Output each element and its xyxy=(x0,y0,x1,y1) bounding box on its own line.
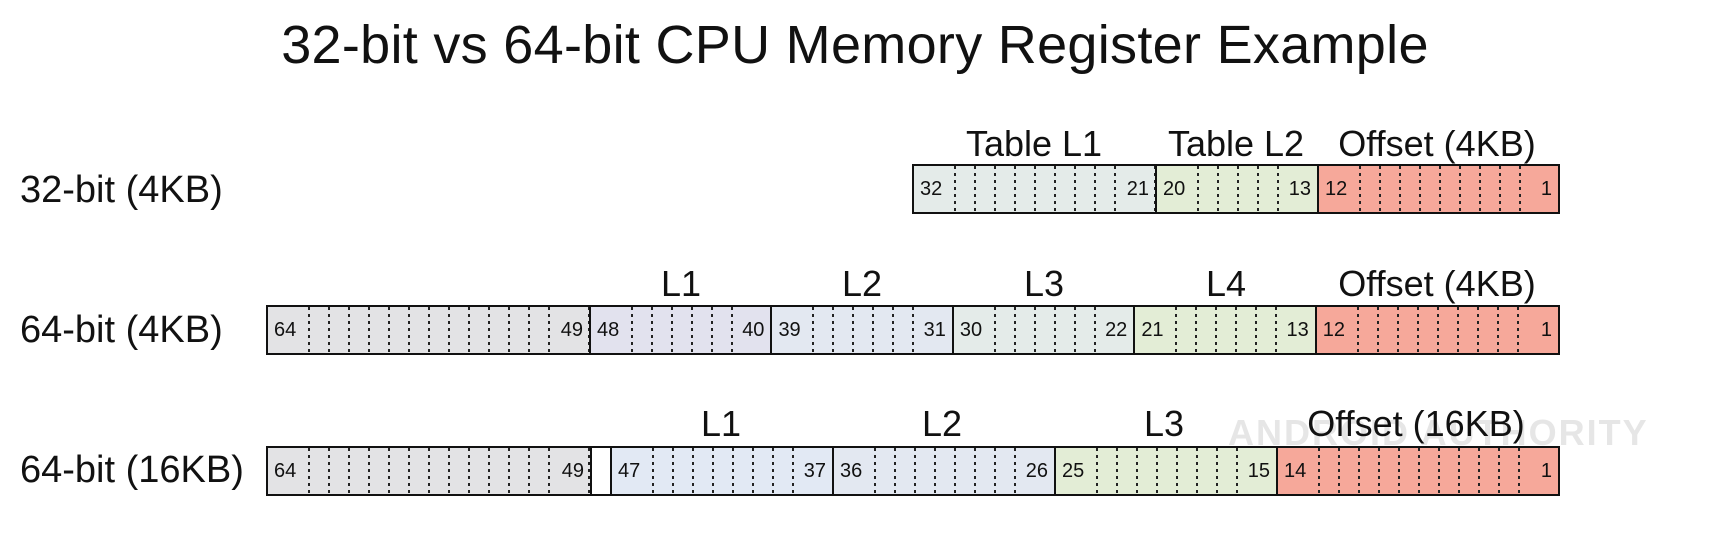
bit-number-low: 26 xyxy=(1021,448,1052,494)
bit-number-low: 1 xyxy=(1536,307,1556,353)
segment-table-l1: 32 21 xyxy=(914,166,1157,212)
register-bar-64bit-4kb: 64 49 48 40 39 31 30 22 21 13 12 1 xyxy=(266,305,1560,355)
segment-unused-high-bits: 64 49 xyxy=(268,307,591,353)
bit-number-high: 14 xyxy=(1280,448,1311,494)
row-label-32bit-4kb: 32-bit (4KB) xyxy=(20,169,223,211)
segment-table-l2: 20 13 xyxy=(1157,166,1319,212)
segment-offset-4kb: 12 1 xyxy=(1319,166,1558,212)
segment-l1: 47 37 xyxy=(612,448,834,494)
register-bar-32bit-4kb: 32 21 20 13 12 1 xyxy=(912,164,1560,214)
bit-number-low: 37 xyxy=(799,448,830,494)
bit-number-high: 21 xyxy=(1137,307,1168,353)
segment-l2: 36 26 xyxy=(834,448,1056,494)
segment-label-l1: L1 xyxy=(660,263,702,304)
segment-label-l1: L1 xyxy=(700,403,742,444)
segment-label-offset-16kb: Offset (16KB) xyxy=(1307,403,1525,444)
segment-l3: 25 15 xyxy=(1056,448,1278,494)
segment-label-l4: L4 xyxy=(1205,263,1247,304)
bit-number-low: 13 xyxy=(1282,307,1313,353)
segment-label-table-l2: Table L2 xyxy=(1167,123,1305,164)
segment-label-offset-4kb: Offset (4KB) xyxy=(1338,123,1536,164)
register-bar-64bit-16kb: 64 49 47 37 36 26 25 15 14 1 xyxy=(266,446,1560,496)
segment-l2: 39 31 xyxy=(772,307,954,353)
segment-label-l2: L2 xyxy=(841,263,883,304)
bit-number-low: 21 xyxy=(1122,166,1153,212)
segment-offset-4kb: 12 1 xyxy=(1316,307,1558,353)
bit-number-low: 1 xyxy=(1536,448,1556,494)
row-label-64bit-16kb: 64-bit (16KB) xyxy=(20,449,244,491)
bit-number-high: 64 xyxy=(270,448,301,494)
bit-number-low: 49 xyxy=(557,448,588,494)
row-label-64bit-4kb: 64-bit (4KB) xyxy=(20,309,223,351)
bit-number-low: 13 xyxy=(1284,166,1315,212)
bit-number-low: 1 xyxy=(1536,166,1556,212)
segment-label-offset-4kb: Offset (4KB) xyxy=(1338,263,1536,304)
bit-number-high: 25 xyxy=(1058,448,1089,494)
bit-number-low: 40 xyxy=(738,307,769,353)
diagram-title: 32-bit vs 64-bit CPU Memory Register Exa… xyxy=(281,15,1429,75)
segment-single-bit xyxy=(592,448,612,494)
bit-number-high: 39 xyxy=(774,307,805,353)
bit-number-low: 31 xyxy=(919,307,950,353)
bit-number-high: 30 xyxy=(955,307,987,353)
bit-number-low: 15 xyxy=(1243,448,1274,494)
bit-number-high: 64 xyxy=(270,307,301,353)
bit-number-high: 12 xyxy=(1321,166,1352,212)
bit-number-high: 47 xyxy=(614,448,645,494)
segment-l4: 21 13 xyxy=(1135,307,1317,353)
segment-label-table-l1: Table L1 xyxy=(965,123,1103,164)
bit-number-high: 20 xyxy=(1159,166,1190,212)
bit-number-high: 12 xyxy=(1318,307,1349,353)
segment-unused-high-bits: 64 49 xyxy=(268,448,592,494)
segment-l1: 48 40 xyxy=(591,307,773,353)
segment-offset-16kb: 14 1 xyxy=(1278,448,1558,494)
bit-number-high: 48 xyxy=(593,307,624,353)
bit-number-low: 22 xyxy=(1101,307,1132,353)
segment-label-l3: L3 xyxy=(1143,403,1185,444)
segment-label-l3: L3 xyxy=(1023,263,1065,304)
bit-number-low: 49 xyxy=(556,307,587,353)
bit-number-high: 32 xyxy=(916,166,947,212)
segment-label-l2: L2 xyxy=(921,403,963,444)
bit-number-high: 36 xyxy=(836,448,867,494)
segment-l3: 30 22 xyxy=(953,307,1136,353)
